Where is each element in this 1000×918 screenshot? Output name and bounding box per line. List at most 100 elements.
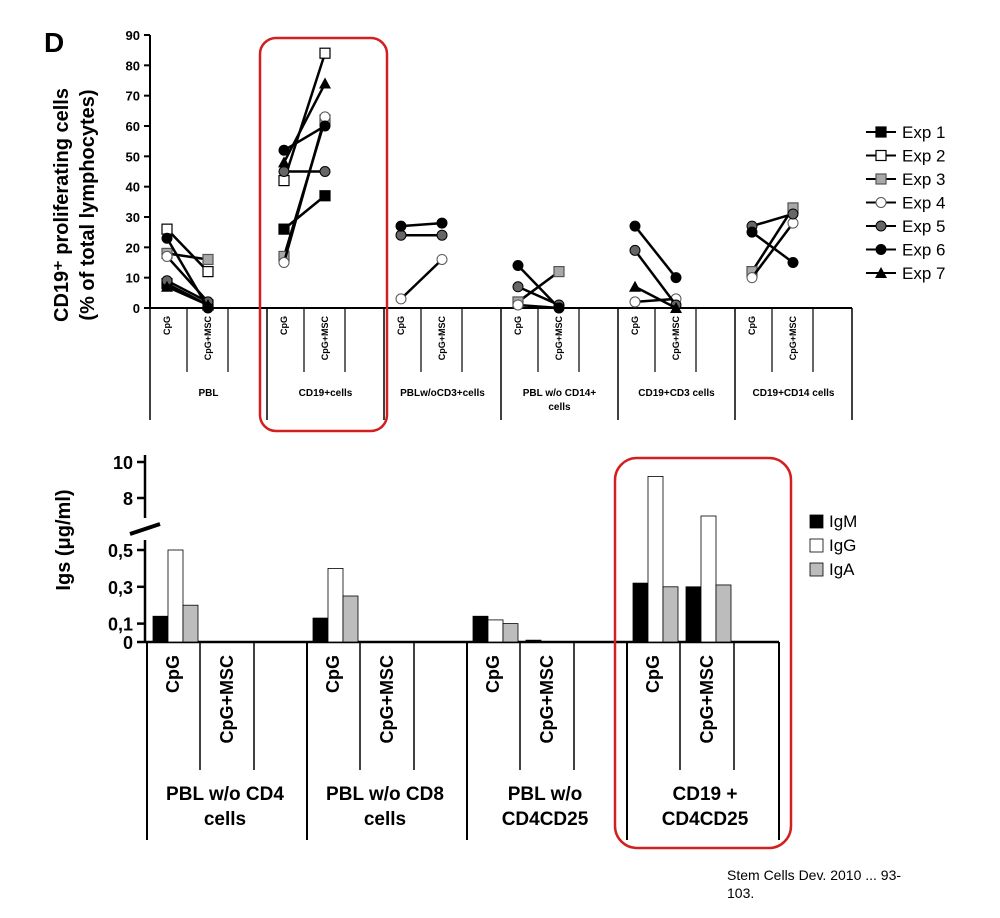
marker-triangle: [278, 156, 290, 168]
bar-iga: [715, 584, 732, 643]
group-label-pbl: PBL: [199, 388, 219, 399]
group-label-pblw-ocd3-cells: PBLw/oCD3+cells: [400, 388, 485, 399]
series-exp-7: [161, 77, 682, 313]
legend-label: Exp 2: [902, 147, 945, 166]
y-tick-label: 60: [126, 119, 140, 134]
marker-circle: [512, 260, 524, 272]
x-category-label: CpG: [162, 316, 172, 335]
marker-triangle: [670, 302, 682, 313]
bar-igm: [632, 582, 649, 643]
series-line: [283, 124, 326, 152]
bar-igg: [700, 515, 717, 643]
bar-igm: [312, 617, 329, 643]
group-label-cd19-cd3-cells: CD19+CD3 cells: [638, 388, 715, 399]
group-label-pbl-w-o-cd4cd25: CD4CD25: [502, 809, 589, 830]
marker-circle: [629, 220, 641, 232]
marker-triangle: [875, 267, 887, 278]
y-tick-label: 0,3: [108, 578, 133, 598]
y-tick-label: 20: [126, 240, 140, 255]
marker-circle: [319, 166, 331, 177]
marker-circle: [436, 229, 448, 241]
x-category-label: CpG+MSC: [320, 316, 330, 361]
marker-circle: [746, 272, 758, 284]
x-category-label: CpG: [630, 316, 640, 335]
bar-iga: [662, 586, 679, 643]
y-axis-label: Igs (μg/ml): [53, 489, 75, 590]
marker-circle: [512, 299, 524, 311]
legend-label: Exp 3: [902, 170, 945, 189]
highlight-box: [613, 456, 793, 850]
marker-circle: [395, 293, 407, 305]
series-line: [166, 252, 209, 261]
marker-square: [875, 126, 887, 138]
legend-swatch: [809, 514, 824, 529]
marker-circle: [512, 281, 524, 293]
y-tick-label: 40: [126, 180, 140, 195]
group-label-pbl-w-o-cd14-cells: PBL w/o CD14+: [523, 388, 597, 399]
group-label-cd19-cells: CD19+cells: [299, 388, 353, 399]
marker-circle: [670, 272, 682, 284]
group-label-cd19-cd14-cells: CD19+CD14 cells: [753, 388, 835, 399]
marker-circle: [319, 111, 331, 123]
marker-circle: [161, 232, 173, 244]
group-label-cd19-cd4cd25: CD19 +: [673, 784, 738, 805]
y-tick-label: 8: [123, 489, 133, 509]
series-exp-2: [161, 47, 331, 278]
series-line: [400, 258, 443, 300]
legend-item-exp-1: Exp 1: [866, 123, 945, 142]
marker-square: [875, 173, 887, 185]
marker-circle: [278, 257, 290, 268]
y-tick-label: 30: [126, 210, 140, 225]
group-label-pbl-w-o-cd4cd25: PBL w/o: [508, 784, 583, 805]
marker-circle: [629, 244, 641, 256]
y-tick-label: 10: [113, 453, 133, 473]
marker-triangle: [202, 298, 214, 310]
series-line: [282, 52, 327, 181]
series-line: [517, 303, 560, 310]
citation-line-1: Stem Cells Dev. 2010 ... 93-: [727, 867, 901, 883]
legend-swatch: [809, 538, 824, 553]
marker-triangle: [319, 77, 331, 89]
y-tick-label: 0,5: [108, 541, 133, 561]
marker-square: [202, 266, 214, 278]
bar-igg: [487, 619, 504, 643]
legend-swatch: [809, 562, 824, 577]
legend-label: Exp 1: [902, 123, 945, 142]
x-category-label: CpG: [747, 316, 757, 335]
marker-circle: [629, 296, 641, 308]
legend-label: IgG: [829, 536, 856, 555]
legend-item-exp-2: Exp 2: [866, 147, 945, 166]
group-label-pbl-w-o-cd4-cells: PBL w/o CD4: [166, 784, 284, 805]
marker-circle: [319, 120, 331, 132]
x-category-label: CpG: [513, 316, 523, 335]
series-line: [400, 221, 443, 228]
series-line: [283, 194, 326, 231]
highlight-box: [258, 36, 389, 433]
x-category-label: CpG+MSC: [377, 655, 397, 744]
marker-circle: [787, 208, 799, 220]
group-label-pbl-w-o-cd8-cells: cells: [364, 809, 406, 830]
x-category-label: CpG+MSC: [437, 316, 447, 361]
y-tick-label: 0: [123, 633, 133, 653]
marker-triangle: [629, 280, 641, 292]
series-line: [751, 222, 794, 279]
series-line: [166, 285, 209, 307]
marker-circle: [395, 229, 407, 241]
x-category-label: CpG: [323, 655, 343, 693]
bar-igm: [685, 586, 702, 643]
bar-iga: [342, 595, 359, 643]
series-exp-4: [161, 111, 799, 314]
series-line: [634, 285, 677, 310]
legend-item-exp-3: Exp 3: [866, 170, 945, 189]
marker-circle: [553, 302, 565, 314]
series-line: [165, 237, 210, 309]
legend-item-exp-4: Exp 4: [866, 194, 945, 213]
marker-square: [161, 223, 173, 235]
series-line: [751, 231, 794, 264]
x-category-label: CpG: [396, 316, 406, 335]
legend-label: IgA: [829, 560, 855, 579]
y-tick-label: 50: [126, 149, 140, 164]
group-label-pbl-w-o-cd4-cells: cells: [204, 809, 246, 830]
x-category-label: CpG+MSC: [697, 655, 717, 744]
